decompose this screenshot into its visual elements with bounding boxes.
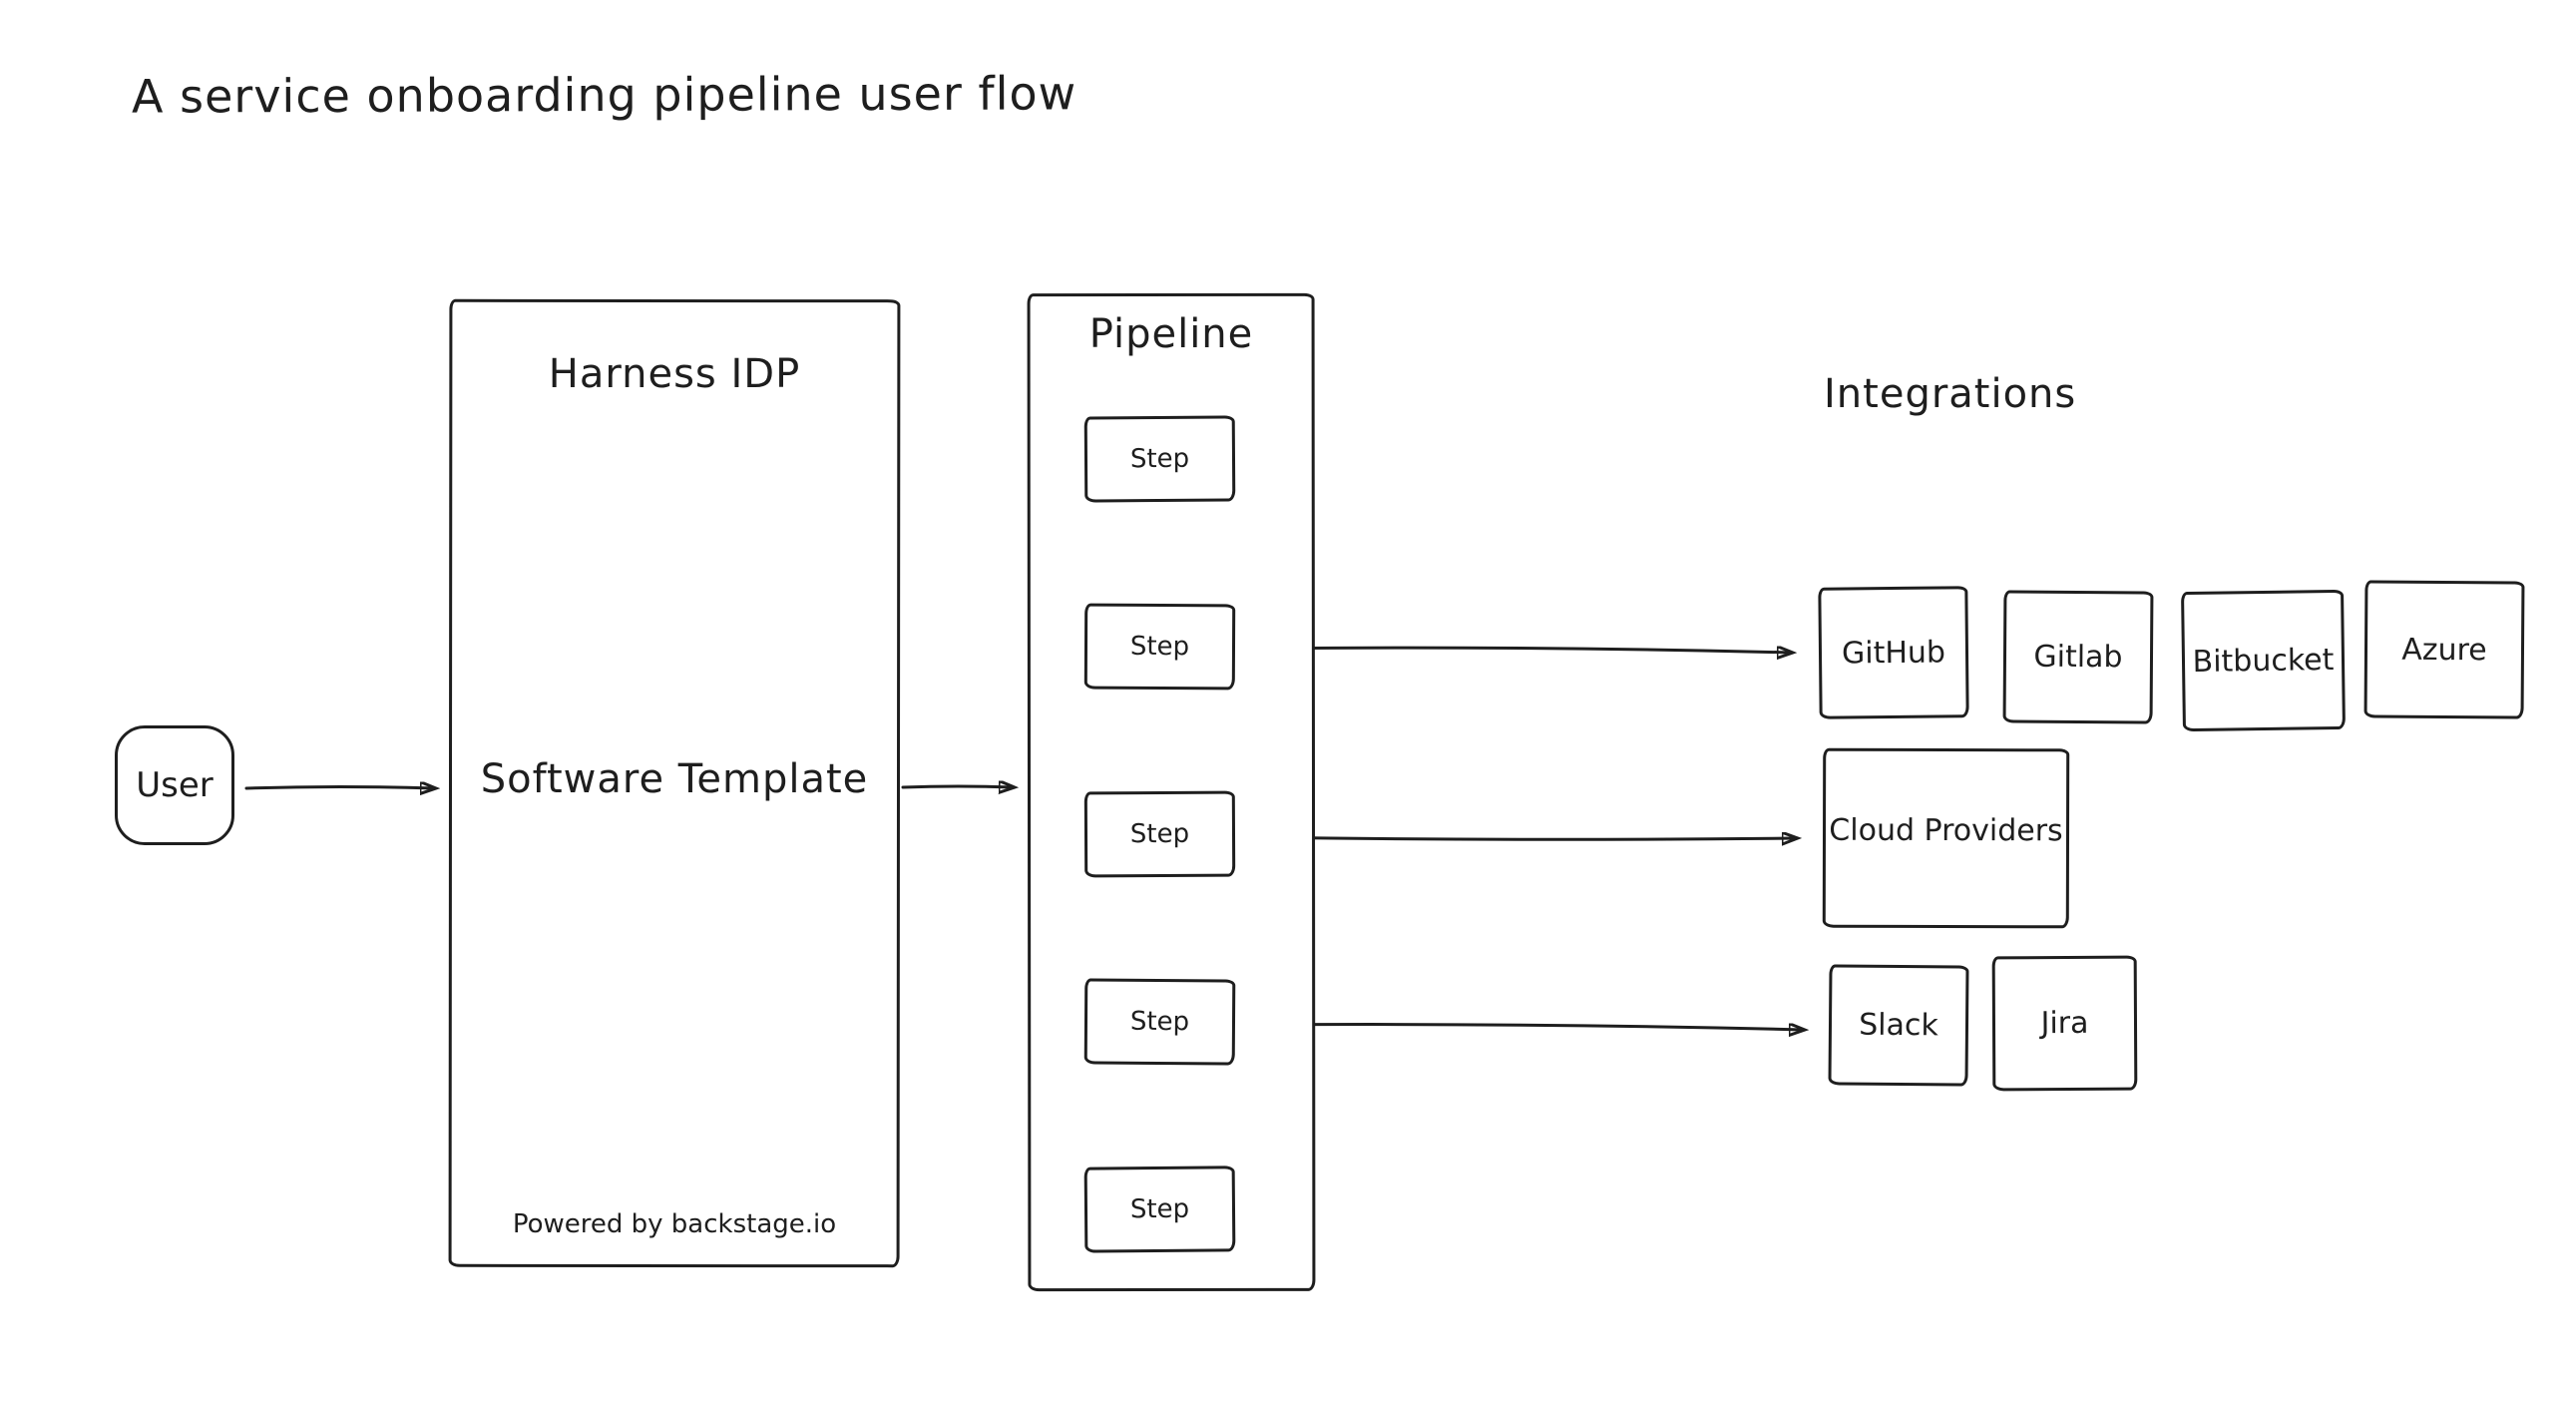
diagram-title: A service onboarding pipeline user flow xyxy=(131,66,1077,124)
arrow-step3-to-cloud-providers xyxy=(1244,837,1797,839)
arrow-step2-to-github xyxy=(1242,646,1792,653)
pipeline-title: Pipeline xyxy=(1088,311,1254,357)
step-label: Step xyxy=(1129,1006,1190,1038)
gitlab-label: Gitlab xyxy=(2033,639,2123,676)
integration-jira: Jira xyxy=(1991,955,2138,1092)
arrow-template-to-pipeline xyxy=(901,786,1014,787)
azure-label: Azure xyxy=(2401,632,2487,668)
integration-slack: Slack xyxy=(1828,964,1969,1087)
integration-azure: Azure xyxy=(2363,580,2525,719)
cloud-providers-label: Cloud Providers xyxy=(1829,812,2063,848)
github-label: GitHub xyxy=(1841,634,1946,672)
pipeline-step-1: Step xyxy=(1083,415,1236,503)
harness-idp-title: Harness IDP xyxy=(548,351,801,397)
pipeline-step-5: Step xyxy=(1083,1166,1236,1253)
software-template-label: Software Template xyxy=(480,756,869,802)
step-label: Step xyxy=(1129,443,1190,475)
integration-cloud-providers: Cloud Providers xyxy=(1822,747,2070,929)
pipeline-step-2: Step xyxy=(1083,603,1236,691)
step-label: Step xyxy=(1129,631,1190,663)
user-node: User xyxy=(115,725,234,845)
jira-label: Jira xyxy=(2040,1005,2089,1042)
powered-by-backstage-label: Powered by backstage.io xyxy=(512,1209,837,1239)
step-label: Step xyxy=(1129,1193,1190,1225)
integration-github: GitHub xyxy=(1818,586,1969,719)
step-label: Step xyxy=(1129,818,1190,850)
slack-label: Slack xyxy=(1859,1007,1938,1044)
bitbucket-label: Bitbucket xyxy=(2192,642,2335,680)
pipeline-step-3: Step xyxy=(1083,790,1236,878)
arrow-user-to-template xyxy=(244,787,435,789)
integrations-title: Integrations xyxy=(1824,371,2077,417)
user-label: User xyxy=(136,765,214,805)
arrow-step4-to-slack xyxy=(1245,1023,1804,1030)
integration-bitbucket: Bitbucket xyxy=(2181,589,2346,732)
pipeline-step-4: Step xyxy=(1083,978,1236,1066)
integration-gitlab: Gitlab xyxy=(2002,590,2154,724)
